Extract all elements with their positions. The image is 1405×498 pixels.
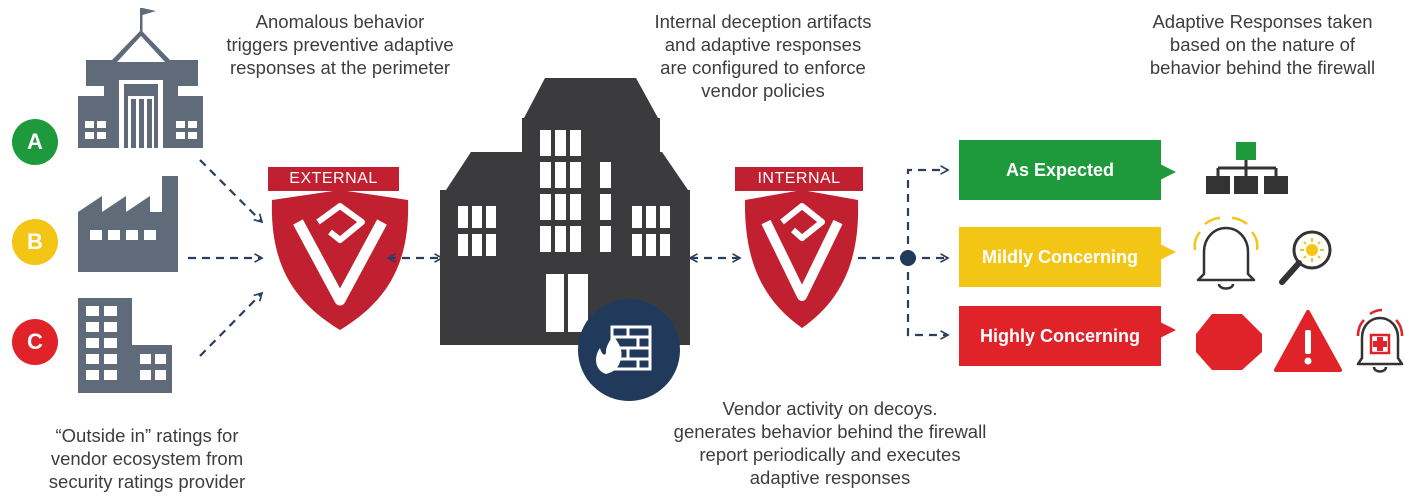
network-hierarchy-icon (1206, 142, 1288, 194)
caption-deception: Internal deception artifacts and adaptiv… (654, 11, 872, 101)
caption-adaptive: Adaptive Responses taken based on the na… (1149, 11, 1376, 78)
internal-label: INTERNAL (735, 167, 863, 191)
response-highly-concerning: Highly Concerning (959, 306, 1161, 366)
external-label: EXTERNAL (268, 167, 399, 191)
response-mildly-concerning: Mildly Concerning (959, 227, 1161, 287)
caption-decoys: Vendor activity on decoys. generates beh… (673, 398, 987, 488)
magnifier-icon (1279, 230, 1332, 285)
branch-node (900, 250, 916, 266)
firewall-brick-icon (578, 299, 680, 401)
factory-icon (78, 176, 178, 272)
caption-outside-in: “Outside in” ratings for vendor ecosyste… (48, 425, 246, 492)
office-building-icon (78, 298, 172, 393)
alarm-bell-cross-icon (1356, 308, 1404, 373)
alert-bell-icon (1193, 216, 1259, 290)
rating-badge-a: A (12, 119, 58, 165)
stop-octagon-icon (1196, 314, 1262, 370)
vendor-connectors (188, 159, 262, 357)
response-tail-mild (1160, 228, 1176, 288)
rating-badge-c: C (12, 319, 58, 365)
caption-perimeter: Anomalous behavior triggers preventive a… (226, 11, 454, 78)
response-tail-high (1160, 306, 1176, 366)
warning-triangle-icon (1274, 310, 1342, 372)
response-tail-expected (1160, 148, 1176, 200)
response-as-expected: As Expected (959, 140, 1161, 200)
school-building-icon (78, 8, 203, 148)
external-shield-icon (271, 190, 409, 330)
rating-badge-b: B (12, 219, 58, 265)
internal-shield-icon (744, 190, 859, 328)
